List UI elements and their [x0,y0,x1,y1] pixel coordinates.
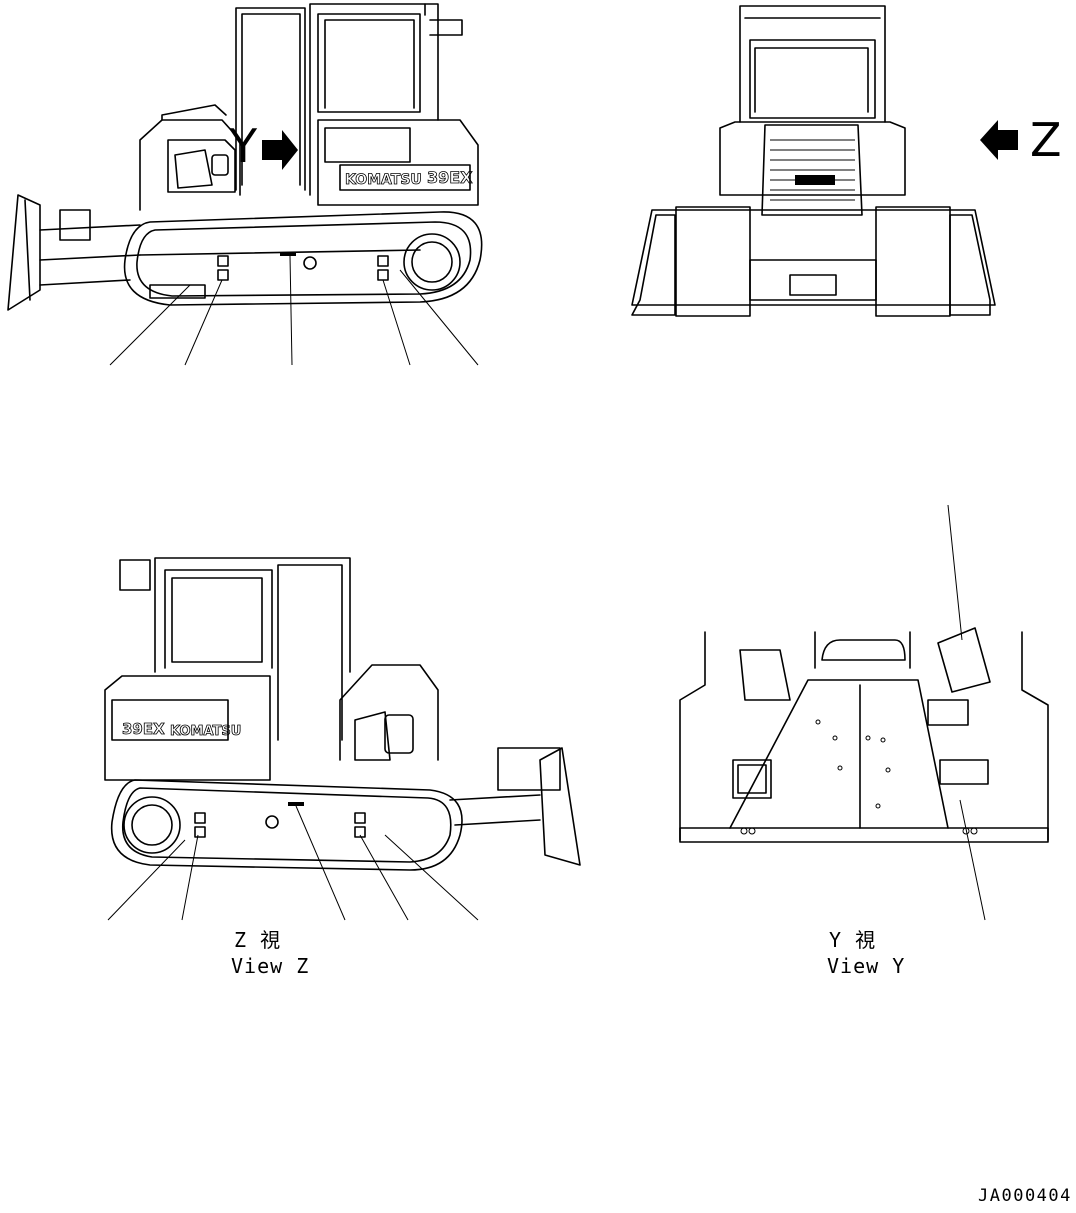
view-y-japanese-label: Y 視 [829,928,877,952]
arrow-z-icon [980,120,1018,160]
arrow-y-icon [262,130,298,170]
model-logo-top: 39EX [427,168,473,187]
view-y-detail [679,504,1049,921]
view-z-japanese-label: Z 視 [234,928,282,952]
model-logo-bottom: 39EX [122,720,165,738]
view-z-english-label: View Z [231,954,310,978]
arrow-z-label: Z [1030,113,1062,167]
bulldozer-right-side-view [104,557,581,921]
komatsu-logo-bottom: KOMATSU [170,724,241,739]
bulldozer-front-view [631,5,996,317]
view-y-english-label: View Y [827,954,906,978]
radiator-grille [770,139,855,201]
document-id: JA000404 [978,1186,1072,1206]
bulldozer-left-side-view [7,3,483,366]
komatsu-logo-top: KOMATSU [345,172,422,188]
arrow-y-label: Y [229,119,258,173]
